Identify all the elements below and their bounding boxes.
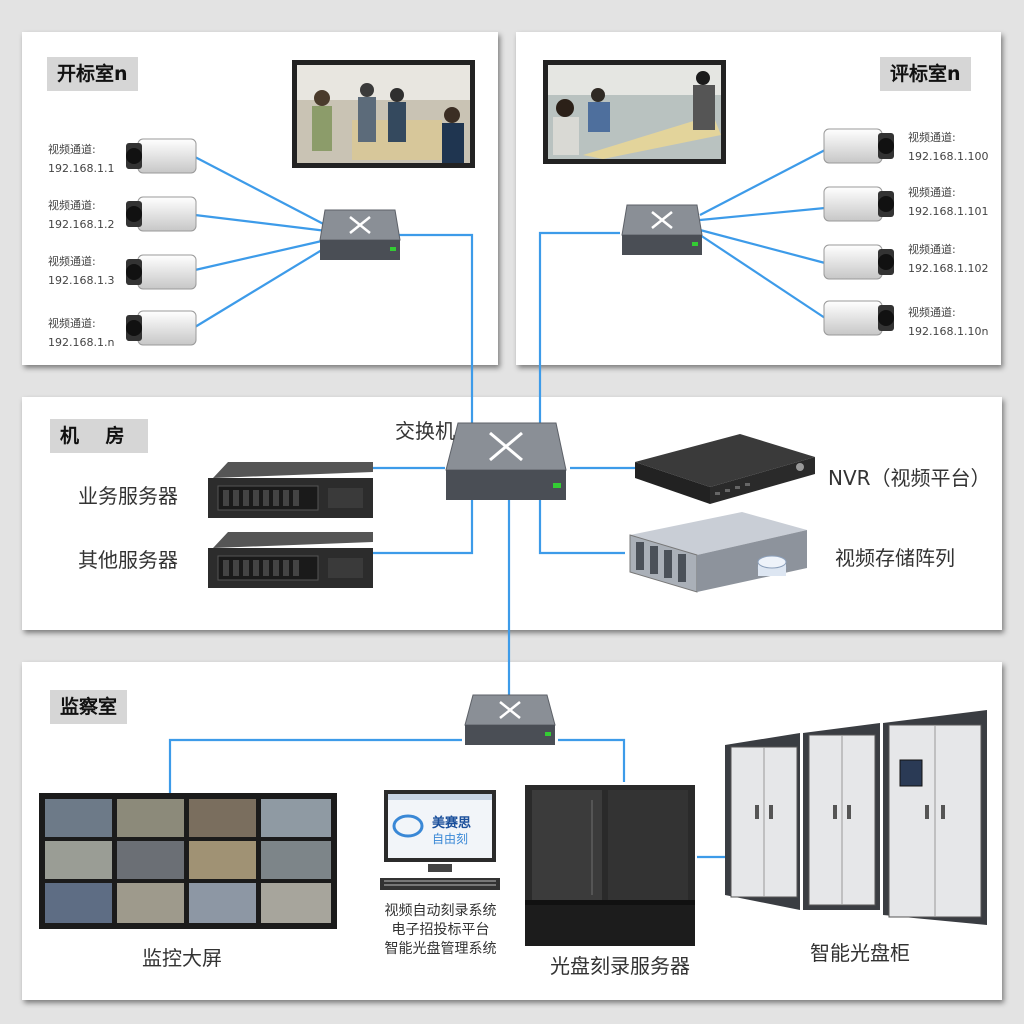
camera-icon	[126, 254, 197, 290]
camera-ip: 192.168.1.102	[908, 262, 989, 275]
camera-ip: 192.168.1.3	[48, 274, 115, 287]
right-switch-icon	[621, 204, 703, 255]
camera-ip: 192.168.1.1	[48, 162, 115, 175]
camera-icon	[126, 196, 197, 232]
nvr-label: NVR（视频平台）	[828, 466, 991, 490]
brand-subtitle: 自由刻	[432, 832, 469, 846]
opening-room-photo	[292, 60, 475, 168]
nvr-icon	[635, 434, 815, 504]
left-cameras	[126, 138, 197, 346]
evaluation-room-tag: 评标室n	[880, 57, 971, 91]
software-list: 视频自动刻录系统 电子招投标平台 智能光盘管理系统	[368, 902, 513, 959]
camera-label: 视频通道:	[48, 255, 96, 268]
business-server-label: 业务服务器	[78, 484, 178, 508]
camera-label: 视频通道:	[908, 243, 956, 256]
disc-cabinet-icon	[725, 710, 987, 925]
camera-icon	[823, 186, 894, 222]
evaluation-room-photo	[543, 60, 726, 164]
camera-icon	[126, 138, 197, 174]
disc-burner-icon	[525, 785, 695, 946]
camera-ip: 192.168.1.10n	[908, 325, 989, 338]
left-switch-icon	[319, 209, 401, 260]
software-line-3: 智能光盘管理系统	[384, 941, 497, 957]
camera-label: 视频通道:	[908, 131, 956, 144]
software-line-2: 电子招投标平台	[391, 922, 490, 938]
machine-room-tag: 机 房	[50, 419, 148, 453]
camera-ip: 192.168.1.100	[908, 150, 989, 163]
other-server-label: 其他服务器	[78, 548, 178, 572]
main-switch-icon	[445, 422, 567, 500]
camera-icon	[823, 244, 894, 280]
camera-label: 视频通道:	[48, 143, 96, 156]
camera-icon	[126, 310, 197, 346]
camera-label: 视频通道:	[908, 186, 956, 199]
camera-icon	[823, 128, 894, 164]
main-switch-label: 交换机	[395, 419, 455, 443]
opening-room-tag: 开标室n	[47, 57, 138, 91]
disc-cabinet-label: 智能光盘柜	[810, 941, 910, 965]
monitor-switch-icon	[464, 694, 556, 745]
video-wall-label: 监控大屏	[142, 946, 222, 970]
camera-label: 视频通道:	[908, 306, 956, 319]
camera-ip: 192.168.1.n	[48, 336, 115, 349]
workstation-icon	[380, 790, 500, 890]
video-wall-icon	[39, 793, 337, 929]
other-server-icon	[208, 532, 373, 588]
monitor-room-tag: 监察室	[50, 690, 128, 724]
camera-ip: 192.168.1.101	[908, 205, 989, 218]
camera-label: 视频通道:	[48, 199, 96, 212]
business-server-icon	[208, 462, 373, 518]
disc-burner-label: 光盘刻录服务器	[550, 954, 690, 978]
camera-icon	[823, 300, 894, 336]
camera-label: 视频通道:	[48, 317, 96, 330]
camera-ip: 192.168.1.2	[48, 218, 115, 231]
software-line-1: 视频自动刻录系统	[384, 903, 497, 919]
right-cameras	[823, 128, 894, 336]
storage-label: 视频存储阵列	[835, 546, 955, 570]
storage-array-icon	[629, 512, 807, 593]
brand-name: 美赛思	[432, 816, 472, 831]
